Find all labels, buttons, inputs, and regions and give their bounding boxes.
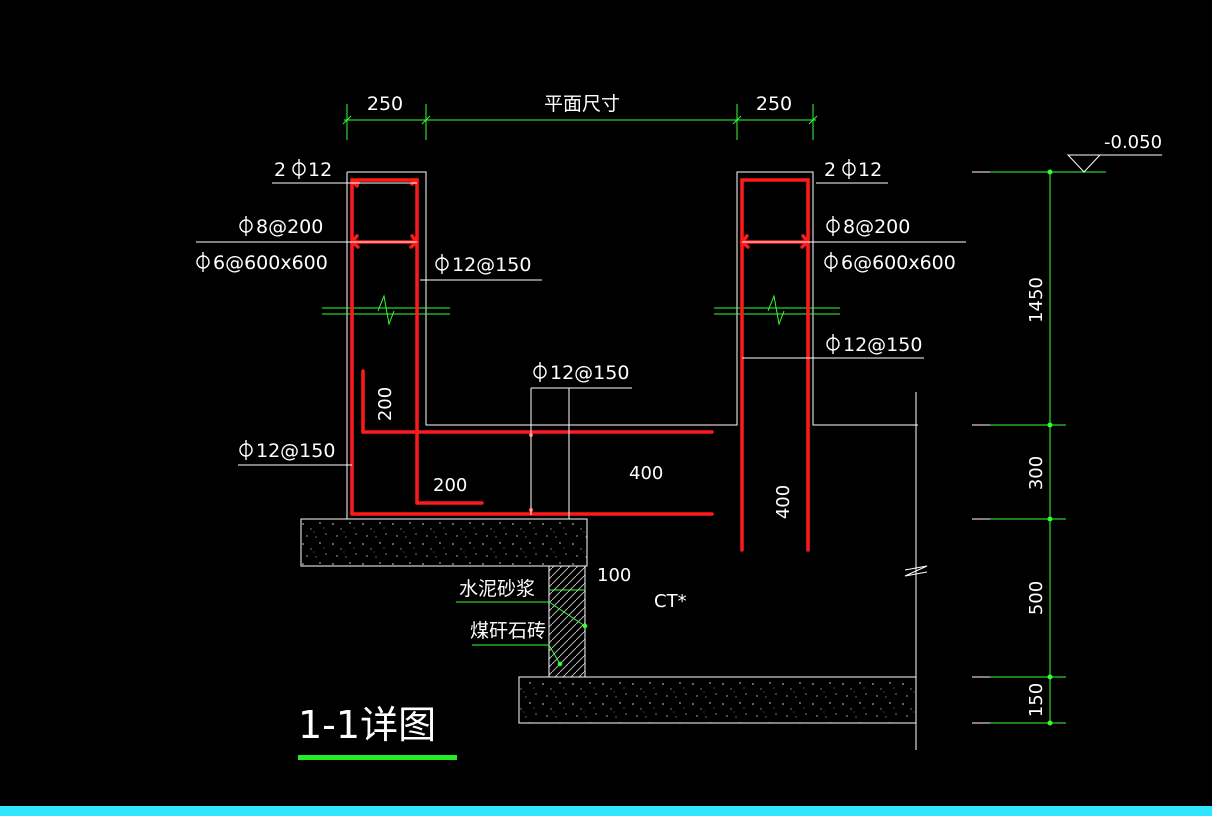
dim-inner-200-horizontal: 200 <box>433 475 467 496</box>
upper-concrete-pad <box>300 518 588 567</box>
label-left-stirrup: 8@200 <box>239 216 323 238</box>
right-top-bars-count: 2 <box>824 159 836 181</box>
bottom-status-bar <box>0 806 1212 816</box>
label-left-top-bars: 2 12 <box>274 159 332 181</box>
dim-500: 500 <box>1026 581 1047 615</box>
material-leaders <box>456 601 588 667</box>
right-wall-bar-text: 12@150 <box>843 334 922 356</box>
rebar-symbol-icon <box>292 159 306 179</box>
dim-1450: 1450 <box>1026 277 1047 323</box>
dim-right-width: 250 <box>756 93 792 115</box>
rebar-symbol-icon <box>824 252 838 272</box>
left-wall-bar-text: 12@150 <box>452 254 531 276</box>
label-brick: 煤矸石砖 <box>470 620 546 642</box>
rebar-symbol-icon <box>826 334 840 354</box>
label-left-wall-bar: 12@150 <box>435 254 531 276</box>
structure-outline <box>346 171 990 750</box>
label-right-top-bars: 2 12 <box>824 159 882 181</box>
slab-bar-text: 12@150 <box>550 362 629 384</box>
dim-inner-200-vertical: 200 <box>375 387 396 421</box>
right-tie-text: 6@600x600 <box>841 252 956 274</box>
label-left-outer-bar: 12@150 <box>239 440 335 462</box>
left-outer-bar-text: 12@150 <box>256 440 335 462</box>
elevation-label: -0.050 <box>1104 132 1162 153</box>
left-top-bars-count: 2 <box>274 159 286 181</box>
label-mortar: 水泥砂浆 <box>459 578 535 600</box>
brick-wall <box>548 565 586 678</box>
rebar-symbol-icon <box>826 216 840 236</box>
rebar-symbol-icon <box>196 252 210 272</box>
rebar-symbol-icon <box>842 159 856 179</box>
rebar-symbol-icon <box>533 362 547 382</box>
dim-plan-size: 平面尺寸 <box>544 93 620 115</box>
drawing-title: 1-1详图 <box>298 703 436 747</box>
break-symbol-left <box>322 294 450 326</box>
rebar-symbol-icon <box>435 254 449 274</box>
title-underline <box>298 755 457 760</box>
elevation-marker <box>972 154 1162 173</box>
left-tie-text: 6@600x600 <box>213 252 328 274</box>
right-top-bars-dia: 12 <box>858 159 882 181</box>
rebar-symbol-icon <box>239 440 253 460</box>
left-top-bars-dia: 12 <box>308 159 332 181</box>
label-right-tie: 6@600x600 <box>824 252 956 274</box>
dim-right-400: 400 <box>773 485 794 519</box>
lower-concrete-slab <box>518 676 917 724</box>
right-stirrup-text: 8@200 <box>843 216 910 238</box>
dim-300: 300 <box>1026 456 1047 490</box>
label-left-tie: 6@600x600 <box>196 252 328 274</box>
dim-wall-100: 100 <box>597 565 631 586</box>
label-slab-bar: 12@150 <box>533 362 629 384</box>
dim-150: 150 <box>1026 683 1047 717</box>
dim-inner-400: 400 <box>629 463 663 484</box>
rebar-symbol-icon <box>239 216 253 236</box>
label-right-wall-bar: 12@150 <box>826 334 922 356</box>
dim-left-width: 250 <box>367 93 403 115</box>
leader-lines <box>196 182 966 519</box>
label-right-stirrup: 8@200 <box>826 216 910 238</box>
right-dimension-chain <box>990 169 1106 726</box>
label-soil: CT* <box>654 591 687 612</box>
break-symbol-right <box>714 294 840 326</box>
left-stirrup-text: 8@200 <box>256 216 323 238</box>
top-dimension-line <box>342 104 818 140</box>
